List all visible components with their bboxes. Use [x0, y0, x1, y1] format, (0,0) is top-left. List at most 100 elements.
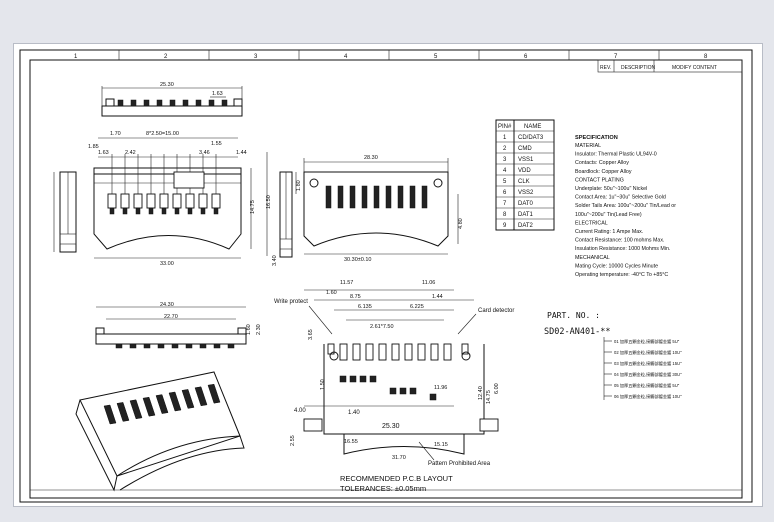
rail-pin: [169, 99, 176, 107]
side-pin: [115, 343, 123, 349]
pcb-layout: Write protect Card detector: [274, 280, 514, 493]
front-view: 1.70 8*2.50=15.00 1.85 1.63 2.42 1.55 1.…: [88, 131, 272, 267]
dim-24-30: 24.30: [160, 302, 174, 308]
pcb-dim-2-50: 2.61*7.50: [370, 324, 394, 330]
pcb-pad: [443, 343, 452, 361]
spec-line: MATERIAL: [575, 143, 601, 149]
front-contact: [107, 193, 117, 209]
pcb-dim-1-50: 1.50: [320, 379, 326, 390]
revision-block: REV. DESCRIPTION MODIFY CONTENT: [597, 59, 743, 73]
desc-header: DESCRIPTION: [621, 65, 656, 71]
side-pin: [213, 343, 221, 349]
front-contact: [146, 193, 156, 209]
pin-name: DAT2: [518, 223, 534, 229]
right-side-view: 3.40: [272, 171, 293, 266]
pcb-pad: [430, 343, 439, 361]
pin-number: 3: [503, 157, 507, 163]
pcb-dim-15-15: 15.15: [434, 442, 448, 448]
spec-title: SPECIFICATION: [575, 135, 618, 141]
spec-line: Operating temperature: -40°C To +85°C: [575, 272, 668, 278]
rail-pin: [221, 99, 228, 107]
pcb-tolerances: TOLERANCES: ±0.05mm: [340, 484, 426, 493]
pcb-dim-14-75: 14.75: [486, 390, 492, 404]
drawing-sheet: 1 2 3 4 5 6 7 8 REV. DESCRIPTION MODIFY …: [14, 44, 762, 506]
dim-33-00: 33.00: [160, 261, 174, 267]
spec-line: 100u"~200u" Tin(Lead Free): [575, 212, 642, 218]
bottom-contact: [421, 185, 428, 209]
pin-name: VSS1: [518, 157, 534, 163]
zone-6: 6: [524, 54, 528, 60]
spec-line: Contact Area: 1u"~30u" Selective Gold: [575, 195, 666, 201]
card-detect-pad: [461, 343, 469, 355]
front-contact: [185, 193, 195, 209]
pcb-pad: [417, 343, 426, 361]
iso-contact: [168, 391, 182, 412]
pin-number: 9: [503, 223, 507, 229]
pcb-dim-4-00: 4.00: [294, 408, 306, 414]
dim-1-55: 1.55: [211, 141, 222, 147]
pattern-prohibited-label: Pattern Prohibited Area: [428, 461, 491, 467]
part-no-label: PART. NO. :: [547, 311, 600, 320]
pin-number: 1: [503, 135, 507, 141]
dim-1-60: 1.60: [246, 324, 252, 335]
pcb-dim-12-40: 12.40: [478, 386, 484, 400]
dim-28-30: 28.30: [364, 155, 378, 161]
left-side-view: [53, 171, 77, 253]
zone-8: 8: [704, 54, 708, 60]
side-pin: [171, 343, 179, 349]
inner-frame: [29, 59, 743, 499]
dim-30-30: 30.30±0.10: [344, 257, 372, 263]
dim-3-46: 3.46: [199, 150, 210, 156]
pin-number: 6: [503, 190, 507, 196]
spec-line: Mating Cycle: 10000 Cycles Minute: [575, 263, 658, 269]
pin-name: CD/DAT3: [518, 135, 544, 141]
iso-contact: [129, 399, 143, 420]
side-profile-view: 24.30 22.70 1.60 2.30: [95, 302, 262, 349]
pin-name: DAT1: [518, 212, 534, 218]
pcb-dim-11-96: 11.96: [434, 385, 447, 391]
pcb-dim-11-57: 11.57: [340, 280, 353, 286]
bottom-contact: [385, 185, 392, 209]
side-pin: [227, 343, 235, 349]
pcb-dim-3-65: 3.65: [308, 329, 314, 340]
pcb-dim-8-75: 8.75: [350, 294, 361, 300]
rail-pin: [117, 99, 124, 107]
pcb-dim-6-135: 6.135: [358, 304, 372, 310]
write-protect-pad: [327, 343, 335, 355]
side-pin: [199, 343, 207, 349]
bottom-view: 28.30 30.30±0.10 1.80 4.80: [295, 155, 464, 263]
write-protect-label: Write protect: [274, 299, 308, 305]
rev-header: REV.: [600, 65, 611, 71]
dim-1-44: 1.44: [236, 150, 247, 156]
front-contact: [172, 193, 182, 209]
part-no-value: SD02-AN401-**: [544, 327, 611, 337]
pin-name: DAT0: [518, 201, 534, 207]
part-option: 01 加厚五顆金粒,接觸部鍍金鍍 5U": [614, 338, 680, 345]
rail-pin: [208, 99, 215, 107]
pin-header: PIN#: [498, 124, 512, 130]
spec-line: ELECTRICAL: [575, 220, 608, 226]
spec-line: Current Rating: 1 Ampe Max.: [575, 229, 643, 235]
pcb-pad: [339, 343, 348, 361]
spec-line: Insulator: Thermal Plastic UL94V-0: [575, 152, 657, 158]
iso-contact: [181, 389, 195, 409]
rail-pin: [182, 99, 189, 107]
side-pin: [185, 343, 193, 349]
pin-name: VSS2: [518, 190, 534, 196]
dim-8x2-50: 8*2.50=15.00: [146, 131, 179, 137]
dim-22-70: 22.70: [164, 314, 178, 320]
part-option: 05 加厚五顆金粒,接觸部鍍金鍍 5U": [614, 382, 680, 389]
pcb-dim-1-40: 1.40: [348, 410, 360, 416]
spec-line: Contact Resistance: 100 mohms Max.: [575, 238, 665, 244]
dim-1-63-top: 1.63: [212, 91, 223, 97]
pcb-pad: [365, 343, 374, 361]
dim-1-80: 1.80: [296, 180, 302, 191]
pcb-dim-1-44: 1.44: [432, 294, 443, 300]
side-pin: [143, 343, 151, 349]
spec-line: Solder Tails Area: 100u"~200u" Tin/Lead …: [575, 203, 676, 209]
front-contact: [159, 193, 169, 209]
rail-pin: [143, 99, 150, 107]
pin-name: CMD: [518, 146, 532, 152]
dim-1-63: 1.63: [98, 150, 109, 156]
